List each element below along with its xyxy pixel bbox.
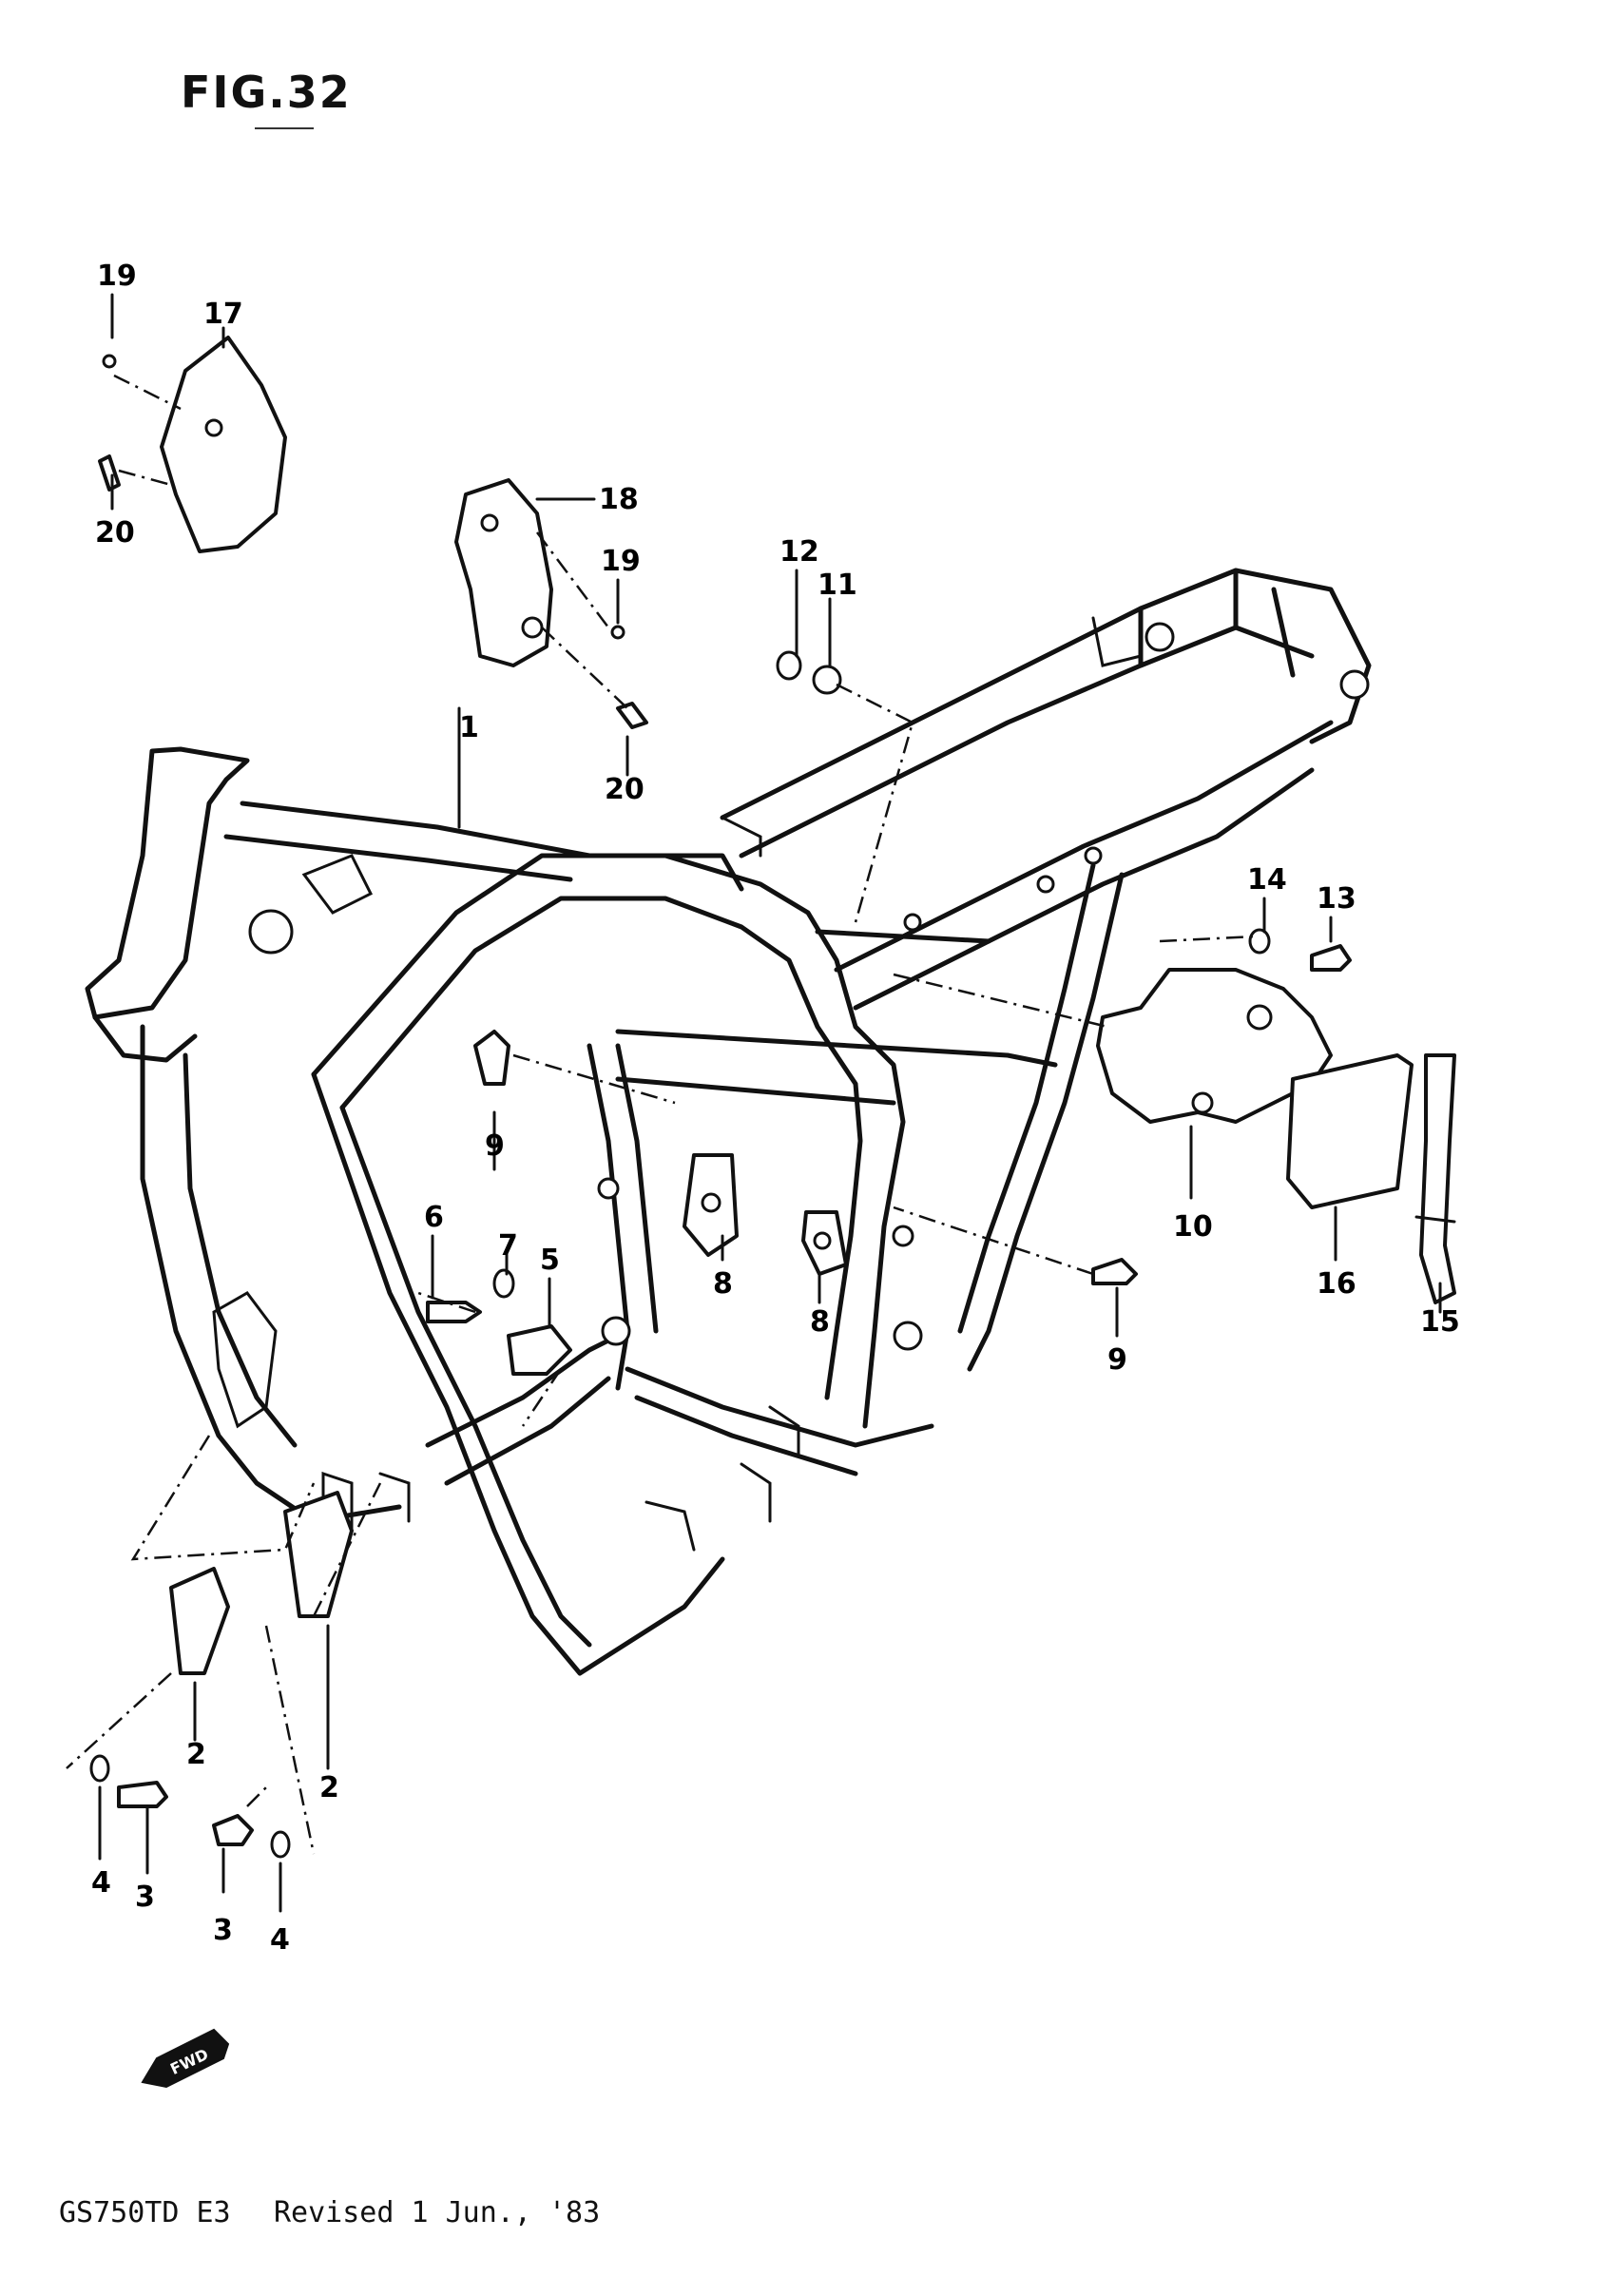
leader-lines (66, 374, 1256, 1855)
callout-19b: 19 (601, 545, 641, 578)
part-16-pad (1286, 1053, 1414, 1209)
callout-20b: 20 (605, 773, 644, 806)
callout-11: 11 (818, 569, 857, 602)
part-15-strap (1419, 1053, 1456, 1304)
footer-model: GS750TD E3 (59, 2196, 231, 2229)
callout-labels: 1 2 2 3 3 4 4 5 6 7 8 8 9 9 10 11 12 13 … (91, 260, 1460, 1957)
callout-5: 5 (540, 1244, 560, 1277)
callout-12: 12 (779, 535, 819, 569)
part-17-cover (160, 336, 287, 553)
part-18-cover (454, 478, 553, 667)
callout-20a: 20 (95, 516, 135, 550)
callout-4a: 4 (91, 1866, 111, 1900)
callout-1: 1 (459, 711, 479, 744)
fwd-arrow-icon: FWD (141, 2028, 230, 2089)
callout-15: 15 (1420, 1305, 1460, 1339)
callout-14: 14 (1247, 863, 1287, 897)
callout-10: 10 (1173, 1210, 1213, 1244)
callout-9b: 9 (1107, 1343, 1127, 1377)
callout-8b: 8 (810, 1305, 830, 1339)
part-2-plate-left (169, 1567, 230, 1675)
part-5-plate (507, 1324, 572, 1376)
part-2-plate-right (283, 1491, 354, 1618)
callout-18: 18 (599, 483, 639, 516)
callout-16: 16 (1317, 1267, 1356, 1301)
title-underline (255, 127, 314, 129)
callout-9a: 9 (485, 1129, 505, 1163)
callout-8a: 8 (713, 1267, 733, 1301)
footer-revision: Revised 1 Jun., '83 (274, 2196, 601, 2229)
callout-3b: 3 (213, 1914, 233, 1947)
callout-17: 17 (203, 298, 243, 331)
figure-title: FIG.32 (181, 67, 352, 118)
callout-3a: 3 (135, 1881, 155, 1914)
callout-19a: 19 (97, 260, 137, 293)
callout-2b: 2 (319, 1771, 339, 1804)
callout-13: 13 (1317, 882, 1356, 916)
callout-4b: 4 (270, 1923, 290, 1957)
callout-6: 6 (424, 1201, 444, 1234)
callout-7: 7 (498, 1229, 518, 1263)
callout-2a: 2 (186, 1738, 206, 1771)
callout-ticks (98, 293, 1442, 1913)
frame-body (85, 568, 1372, 1676)
